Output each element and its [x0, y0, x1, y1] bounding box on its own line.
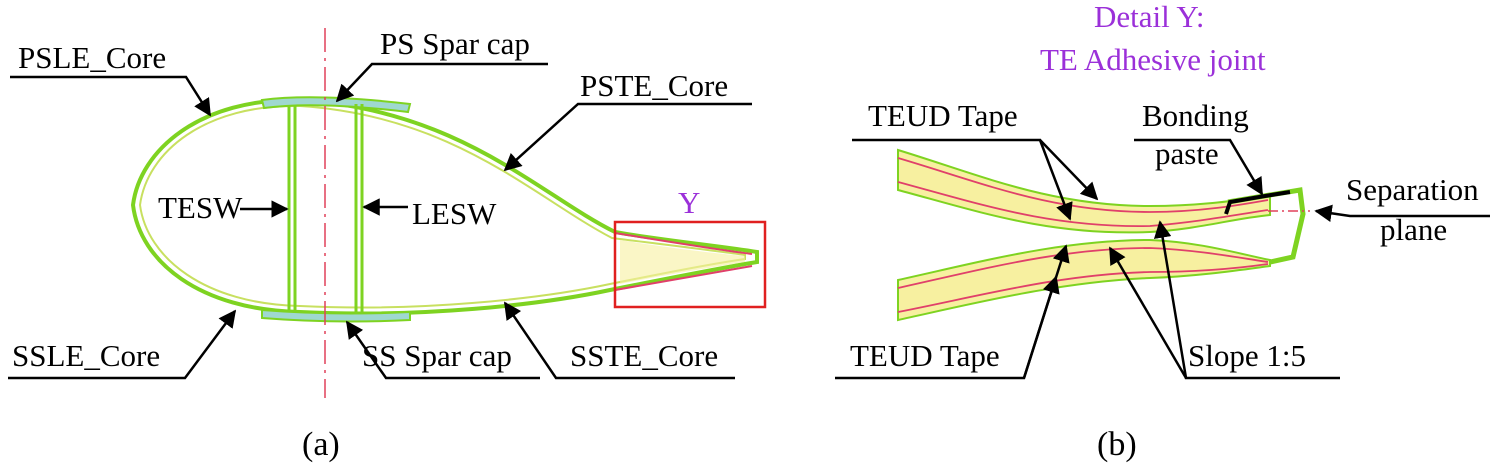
label-bonding-line1: Bonding	[1142, 98, 1249, 133]
label-lesw: LESW	[412, 196, 497, 231]
label-slope: Slope 1:5	[1188, 338, 1306, 373]
label-ssle-core: SSLE_Core	[12, 338, 160, 373]
airfoil-inner-shell	[138, 104, 746, 309]
caption-a: (a)	[302, 426, 340, 463]
ss-spar-cap	[261, 308, 411, 323]
detail-y-marker: Y	[678, 185, 700, 220]
te-core-fill	[620, 240, 745, 284]
panel-b: Detail Y: TE Adhesive joint TEUD Tape Bo…	[835, 0, 1490, 463]
lower-laminate	[897, 238, 1271, 322]
label-ps-spar-cap: PS Spar cap	[380, 26, 530, 61]
label-psle-core: PSLE_Core	[18, 40, 166, 75]
label-pste-core: PSTE_Core	[580, 68, 728, 103]
label-teud-tape-top: TEUD Tape	[868, 98, 1018, 133]
caption-b: (b)	[1097, 426, 1137, 463]
tesw-web	[287, 106, 297, 310]
label-bonding-line2: paste	[1155, 136, 1219, 171]
label-separation-line1: Separation	[1346, 172, 1479, 207]
bonding-paste	[1224, 190, 1291, 215]
lesw-web	[354, 104, 364, 312]
panel-a: Y PSLE_Core PS Spar cap PSTE_Core TESW L…	[8, 26, 767, 463]
label-sste-core: SSTE_Core	[570, 338, 718, 373]
detail-title-line2: TE Adhesive joint	[1040, 42, 1266, 77]
label-teud-tape-bottom: TEUD Tape	[850, 338, 1000, 373]
label-ss-spar-cap: SS Spar cap	[362, 338, 512, 373]
label-tesw: TESW	[158, 190, 243, 225]
detail-y-box	[613, 220, 767, 309]
ps-spar-cap	[260, 96, 412, 114]
label-separation-line2: plane	[1380, 212, 1447, 247]
te-laminate-lines	[614, 232, 753, 291]
detail-title-line1: Detail Y:	[1094, 0, 1205, 34]
